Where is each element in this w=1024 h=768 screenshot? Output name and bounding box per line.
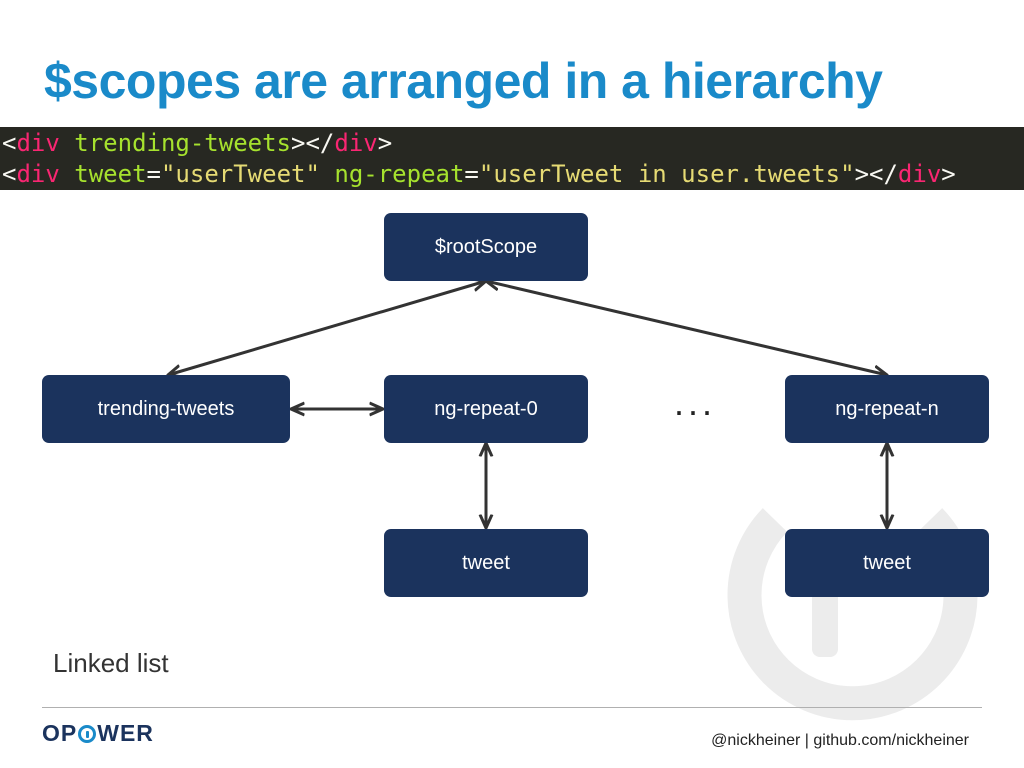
edge-root-trending: [168, 281, 486, 375]
node-ng-repeat-n: ng-repeat-n: [785, 375, 989, 443]
node-rootscope: $rootScope: [384, 213, 588, 281]
code-token: "userTweet in user.tweets": [478, 160, 855, 188]
edge-root-repeat-n: [486, 281, 887, 375]
code-token: ></: [291, 129, 335, 157]
code-token: "userTweet": [160, 160, 320, 188]
node-trending-tweets: trending-tweets: [42, 375, 290, 443]
code-token: div: [16, 129, 60, 157]
opower-logo: OP WER: [42, 720, 154, 747]
code-token: tweet: [74, 160, 147, 188]
code-token: =: [464, 160, 479, 188]
code-token: ></: [854, 160, 898, 188]
code-token: ng-repeat: [334, 160, 465, 188]
code-token: div: [16, 160, 60, 188]
code-line-2: <div tweet="userTweet" ng-repeat="userTw…: [2, 160, 956, 188]
node-tweet-0: tweet: [384, 529, 588, 597]
code-token: =: [146, 160, 161, 188]
caption: Linked list: [53, 648, 169, 678]
code-token: <: [2, 160, 17, 188]
logo-text-left: OP: [42, 720, 78, 746]
footer-divider: [42, 707, 982, 708]
node-ng-repeat-0: ng-repeat-0: [384, 375, 588, 443]
code-token: div: [334, 129, 378, 157]
code-block: <div trending-tweets></div> <div tweet="…: [0, 127, 1024, 190]
code-token: trending-tweets: [74, 129, 292, 157]
logo-power-icon: [78, 724, 97, 743]
logo-text-right: WER: [97, 720, 154, 746]
code-line-1: <div trending-tweets></div>: [2, 129, 392, 157]
footer-credit: @nickheiner | github.com/nickheiner: [711, 732, 969, 749]
code-token: >: [941, 160, 956, 188]
code-token: <: [2, 129, 17, 157]
code-token: >: [377, 129, 393, 157]
code-token: div: [897, 160, 942, 188]
node-tweet-n: tweet: [785, 529, 989, 597]
slide-title: $scopes are arranged in a hierarchy: [44, 53, 883, 109]
ellipsis: ...: [674, 382, 717, 423]
